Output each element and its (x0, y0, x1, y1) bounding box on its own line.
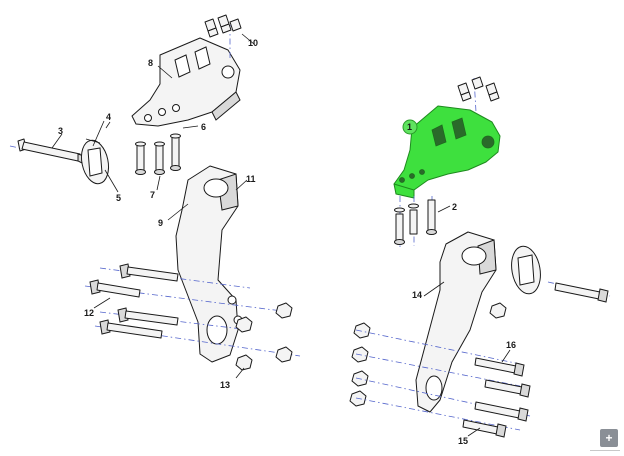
callout-label-16: 16 (506, 340, 516, 350)
bushing-part-5[interactable] (78, 138, 119, 193)
callout-label-1: 1 (407, 122, 412, 132)
highlighted-bracket-part-1[interactable] (393, 105, 501, 199)
callout-label-6: 6 (201, 122, 206, 132)
callout-label-14: 14 (412, 290, 422, 300)
callout-label-7: 7 (150, 190, 155, 200)
add-plus-icon[interactable]: + (600, 429, 618, 447)
bolts-part-16[interactable] (355, 329, 531, 438)
leader-9 (167, 203, 189, 221)
bolt-right-long[interactable] (547, 281, 611, 303)
bushing-right[interactable] (508, 244, 544, 296)
studs-part-2[interactable] (394, 196, 451, 250)
leader-4 (105, 121, 111, 129)
leader-3 (51, 133, 63, 149)
corner-divider (590, 450, 620, 451)
leader-10 (241, 33, 255, 45)
leader-12 (93, 297, 111, 309)
callout-arrow-4 (85, 120, 105, 147)
nuts-part-13[interactable] (235, 302, 293, 379)
studs-part-7[interactable] (135, 125, 199, 191)
callout-label-11: 11 (246, 174, 256, 184)
bolts-top-right[interactable] (457, 76, 500, 113)
nuts-right[interactable] (349, 302, 507, 407)
callout-label-5: 5 (116, 193, 121, 203)
callout-label-2: 2 (452, 202, 457, 212)
callout-label-8: 8 (148, 58, 153, 68)
callout-badge-1[interactable] (402, 119, 418, 135)
add-plus-glyph: + (605, 431, 613, 445)
callout-label-3: 3 (58, 126, 63, 136)
callout-label-9: 9 (158, 218, 163, 228)
mount-arm-part-9[interactable] (175, 165, 248, 363)
callout-label-12: 12 (84, 308, 94, 318)
bracket-part-8[interactable] (131, 25, 241, 127)
bolts-part-12[interactable] (84, 263, 301, 357)
callout-label-15: 15 (458, 436, 468, 446)
callout-label-4: 4 (106, 112, 111, 122)
callout-label-13: 13 (220, 380, 230, 390)
leader-8 (157, 65, 173, 79)
bolts-part-10[interactable] (204, 14, 242, 38)
mount-arm-part-14[interactable] (415, 231, 497, 413)
